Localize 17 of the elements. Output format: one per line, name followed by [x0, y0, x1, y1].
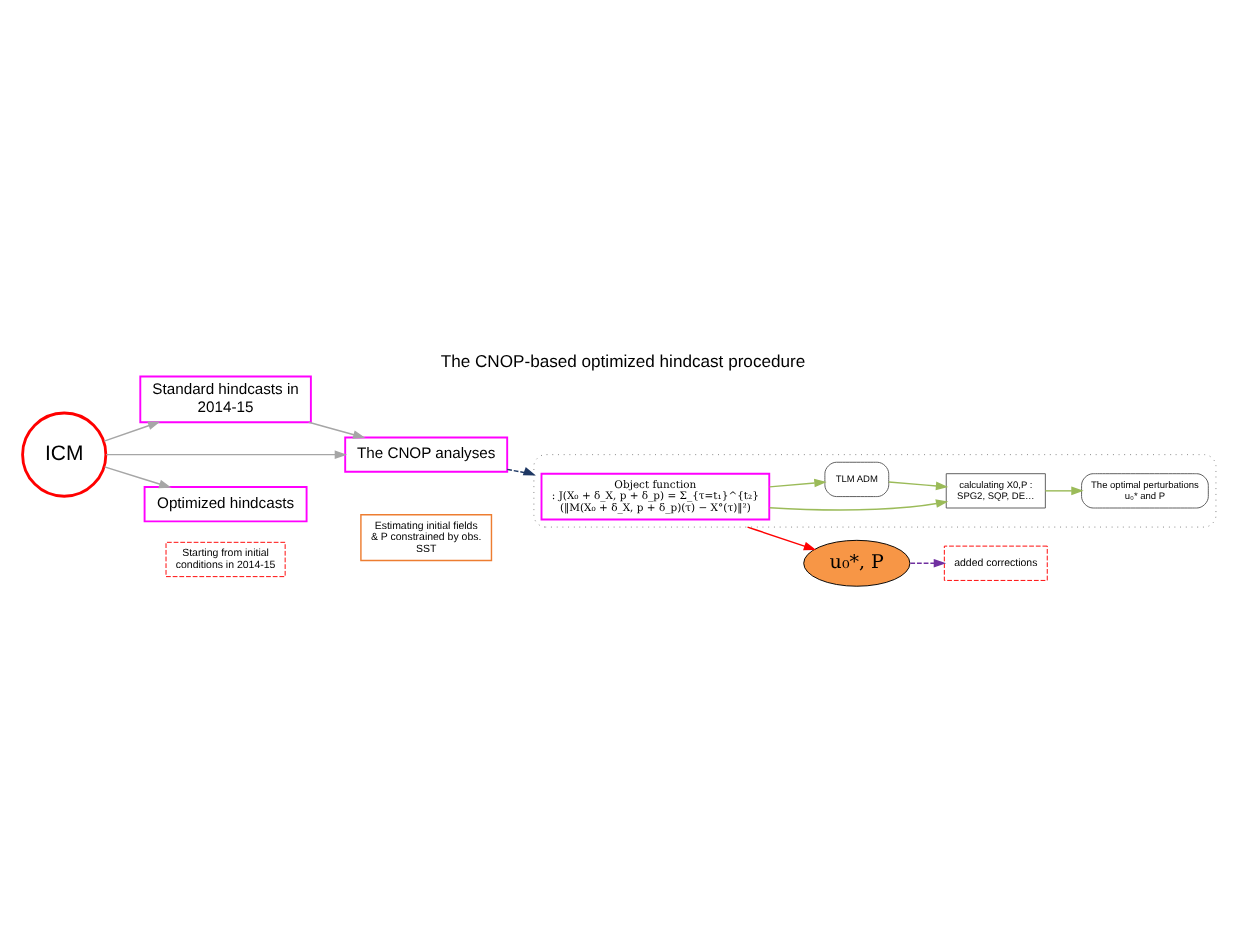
- arrow: [103, 421, 161, 442]
- arrow: [888, 481, 949, 491]
- node-box: The CNOP analyses: [344, 436, 509, 473]
- arrow: [1044, 486, 1084, 496]
- node-circle: ICM: [21, 411, 108, 498]
- arrow: [768, 478, 827, 488]
- node-box: Optimized hindcasts: [143, 486, 308, 523]
- node-box: Standard hindcasts in 2014-15: [139, 375, 312, 424]
- arrow: [103, 466, 172, 489]
- arrow: [746, 526, 817, 551]
- cluster: [533, 454, 1217, 528]
- arrow: [308, 421, 366, 439]
- arrow: [105, 450, 348, 459]
- diagram-title: The CNOP-based optimized hindcast procedure: [440, 351, 806, 372]
- arrow: [768, 499, 949, 511]
- arrow: [909, 558, 947, 568]
- arrow: [506, 467, 536, 476]
